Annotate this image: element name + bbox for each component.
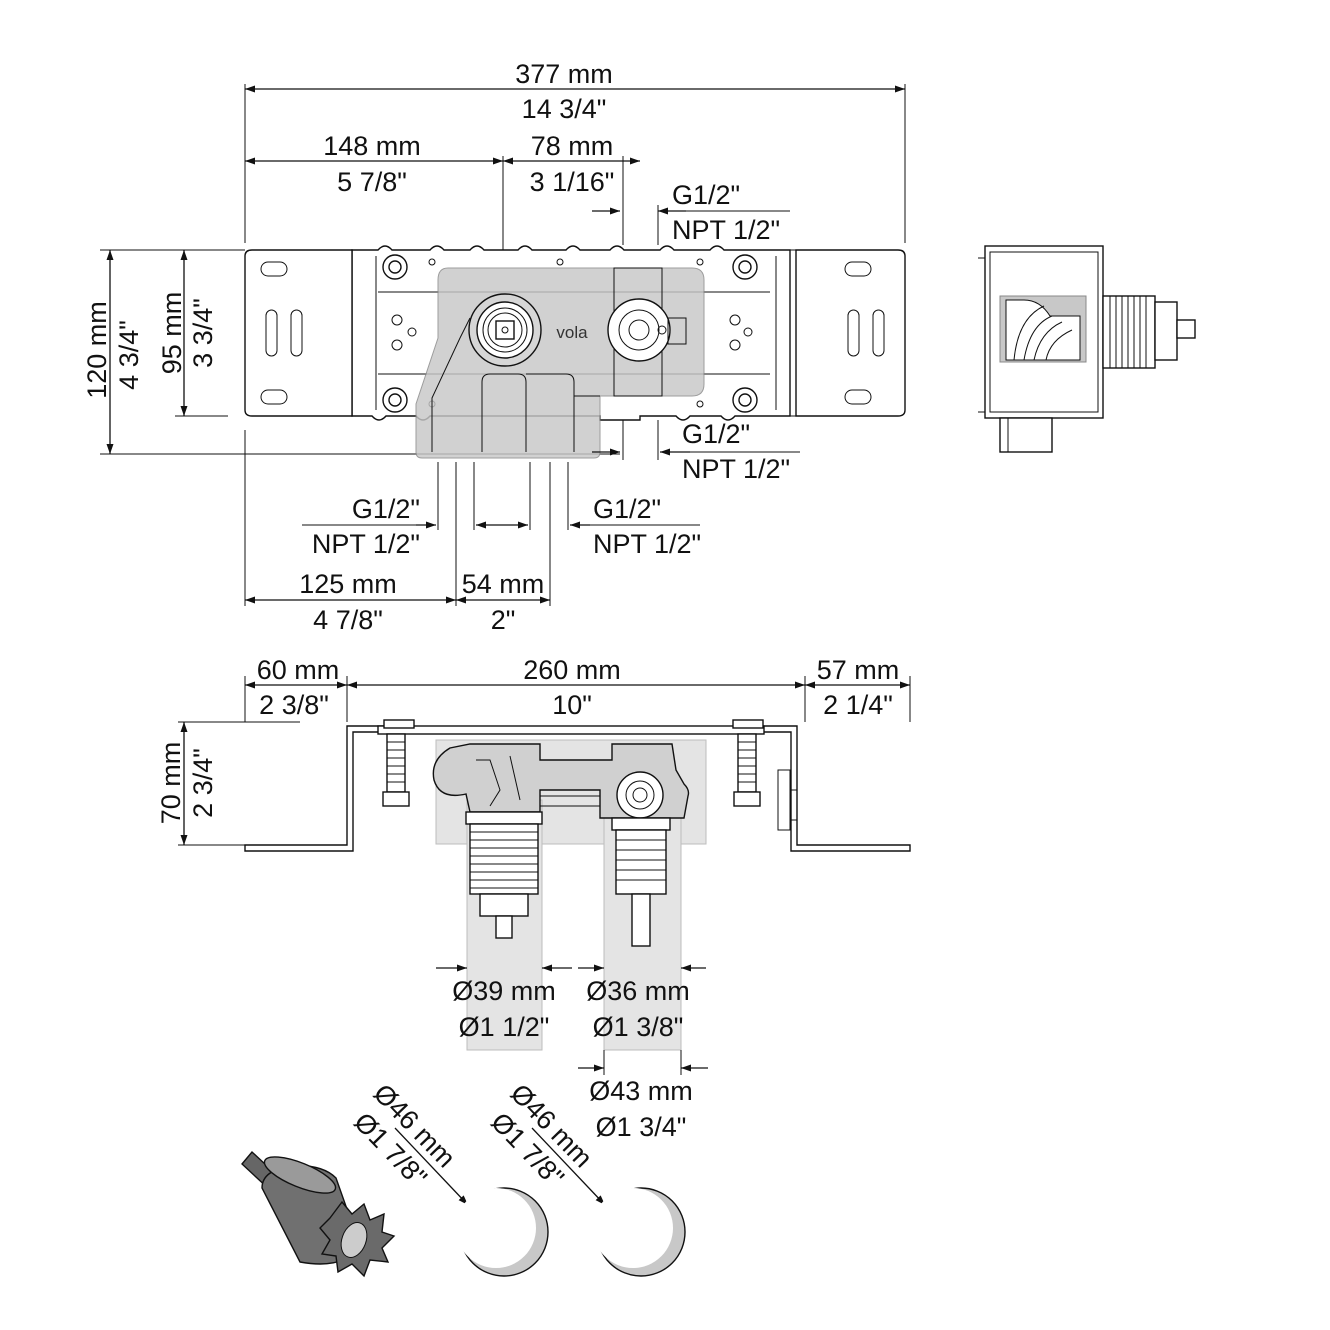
side-outlet: [999, 417, 1053, 453]
overall-width-in: 14 3/4": [522, 94, 607, 124]
inner-height-in: 3 3/4": [188, 298, 218, 368]
right-bracket: [795, 249, 906, 417]
depth-mm: 70 mm: [156, 742, 186, 825]
bracket-slots: [260, 261, 885, 405]
inlet-offset-mm: 125 mm: [299, 569, 397, 599]
front-left-mm: 60 mm: [257, 655, 340, 685]
bottom-conn-thread: G1/2": [682, 419, 750, 449]
front-right-in: 2 1/4": [823, 690, 893, 720]
right-thread: [615, 829, 667, 895]
front-middle-in: 10": [552, 690, 592, 720]
left-offset-in: 5 7/8": [337, 167, 407, 197]
front-valve: [432, 743, 690, 947]
side-thread: [1102, 295, 1156, 369]
left-cartridge: [468, 293, 542, 367]
hole-saw-icon: [241, 1150, 396, 1278]
inlet-spacing-in: 2": [491, 605, 516, 635]
overall-width-mm: 377 mm: [515, 59, 613, 89]
bottom-conn-npt: NPT 1/2": [682, 454, 790, 484]
right-diameter-in: Ø1 3/8": [593, 1012, 684, 1042]
left-bracket: [244, 249, 353, 417]
left-offset-mm: 148 mm: [323, 131, 421, 161]
hole-cutout-2: Ø46 mm Ø1 7/8": [485, 1078, 686, 1277]
right-diameter-mm: Ø36 mm: [586, 976, 690, 1006]
front-right-mm: 57 mm: [817, 655, 900, 685]
right-inlet-thread: G1/2": [593, 494, 661, 524]
mid-offset-mm: 78 mm: [531, 131, 614, 161]
inner-height-mm: 95 mm: [157, 292, 187, 375]
top-view: 377 mm 14 3/4" 148 mm 5 7/8" 78 mm 3 1/1…: [82, 59, 906, 635]
front-left-in: 2 3/8": [259, 690, 329, 720]
front-plate: [377, 725, 765, 735]
height-in: 4 3/4": [114, 320, 144, 390]
height-mm: 120 mm: [82, 301, 112, 399]
right-inlet-npt: NPT 1/2": [593, 529, 701, 559]
right-front-bracket: [751, 725, 911, 852]
depth-in: 2 3/4": [188, 748, 218, 818]
top-conn-thread: G1/2": [672, 180, 740, 210]
sleeve-diameter-mm: Ø43 mm: [589, 1076, 693, 1106]
mounting-screws: [382, 719, 764, 807]
left-diameter-in: Ø1 1/2": [459, 1012, 550, 1042]
inlet-spacing-mm: 54 mm: [462, 569, 545, 599]
left-inlet-npt: NPT 1/2": [312, 529, 420, 559]
top-conn-npt: NPT 1/2": [672, 215, 780, 245]
inlet-offset-in: 4 7/8": [313, 605, 383, 635]
side-view: [978, 245, 1196, 453]
left-front-bracket: [244, 725, 389, 852]
valve-body: [415, 267, 705, 459]
left-thread: [469, 823, 539, 895]
front-middle-mm: 260 mm: [523, 655, 621, 685]
left-diameter-mm: Ø39 mm: [452, 976, 556, 1006]
right-cartridge: [607, 298, 687, 362]
frame-bolts: [382, 254, 758, 413]
left-inlet-thread: G1/2": [352, 494, 420, 524]
brand-logo: vola: [556, 323, 588, 342]
mid-offset-in: 3 1/16": [530, 167, 615, 197]
front-view: 60 mm 2 3/8" 260 mm 10" 57 mm 2 1/4" 70 …: [156, 655, 911, 1142]
sleeve-diameter-in: Ø1 3/4": [596, 1112, 687, 1142]
